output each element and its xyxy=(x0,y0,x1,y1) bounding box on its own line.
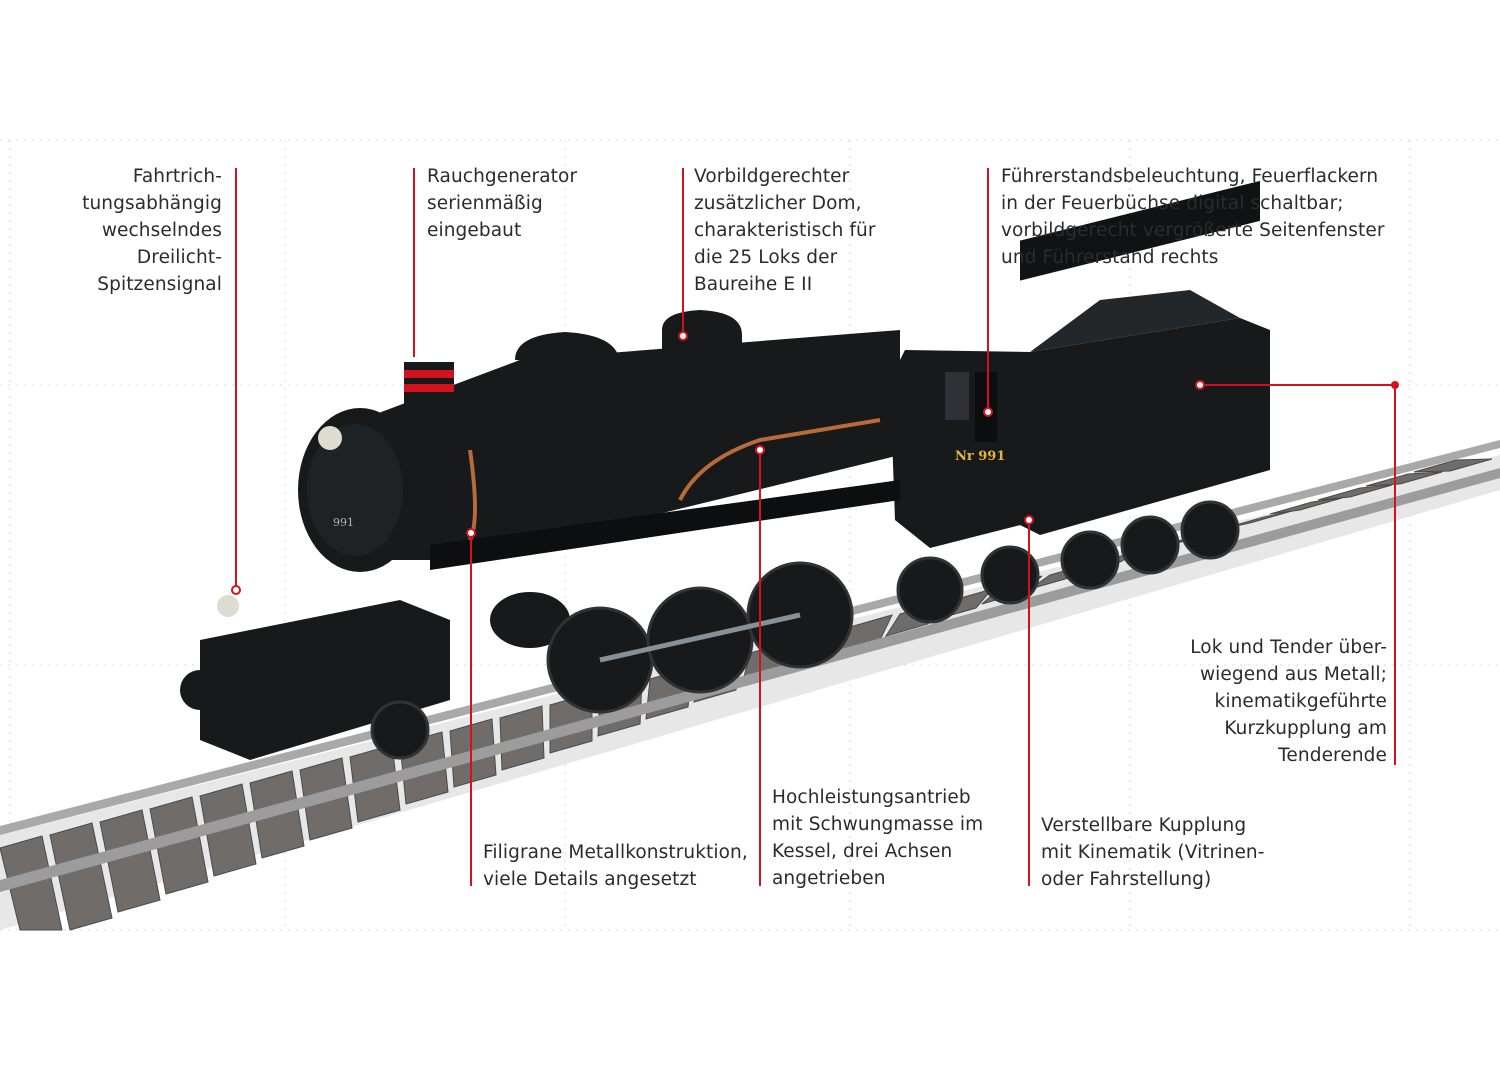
label-line: Verstellbare Kupplung xyxy=(1041,815,1247,836)
callout-label-metal-body: Lok und Tender über- wiegend aus Metall;… xyxy=(1190,634,1387,769)
chimney xyxy=(404,362,454,404)
cab xyxy=(890,350,1040,548)
label-line: Hochleistungsantrieb xyxy=(772,787,971,808)
callout-dot-coupling xyxy=(1024,515,1034,525)
left-headlight xyxy=(217,595,239,617)
callout-label-dome: Vorbildgerechter zusätzlicher Dom, chara… xyxy=(694,163,876,298)
label-line: Führerstandsbeleuchtung, Feuerflackern xyxy=(1001,166,1379,187)
label-line: angetrieben xyxy=(772,868,886,889)
label-line: in der Feuerbüchse digital schaltbar; xyxy=(1001,193,1344,214)
label-line: Rauchgenerator xyxy=(427,166,578,187)
rail-near xyxy=(0,468,1500,892)
label-line: zusätzlicher Dom, xyxy=(694,193,862,214)
tender-body xyxy=(1010,318,1270,535)
buffer-left xyxy=(180,670,220,710)
callout-dot-drive xyxy=(755,445,765,455)
callout-dot-cab xyxy=(983,407,993,417)
label-line: die 25 Loks der xyxy=(694,247,838,268)
tender-top xyxy=(1030,290,1240,352)
label-line: mit Schwungmasse im xyxy=(772,814,984,835)
label-line: viele Details angesetzt xyxy=(483,869,697,890)
buffer-right xyxy=(300,680,340,720)
steam-dome xyxy=(662,310,742,365)
label-line: Dreilicht- xyxy=(136,247,222,268)
boiler xyxy=(360,330,900,560)
steam-locomotive: Nr 991 991 xyxy=(180,180,1270,760)
label-line: charakteristisch für xyxy=(694,220,876,241)
label-line: wiegend aus Metall; xyxy=(1199,664,1387,685)
callout-dot-dome xyxy=(678,331,688,341)
callout-dot-signal xyxy=(231,585,241,595)
chimney-red-band xyxy=(404,370,454,378)
cab-door xyxy=(975,372,997,442)
label-line: kinematikgeführte xyxy=(1214,691,1387,712)
callout-dot-tender xyxy=(1195,380,1205,390)
label-line: und Führerstand rechts xyxy=(1001,247,1219,268)
cab-number: Nr 991 xyxy=(955,449,1005,464)
cylinder xyxy=(490,592,570,648)
callout-corner-dot-metal xyxy=(1391,381,1399,389)
label-line: wechselndes xyxy=(101,220,222,241)
coupling-rod xyxy=(599,612,801,663)
callout-label-cab-lighting: Führerstandsbeleuchtung, Feuerflackern i… xyxy=(1001,163,1385,271)
sand-dome xyxy=(515,332,620,365)
label-line: serienmäßig xyxy=(427,193,543,214)
label-line: mit Kinematik (Vitrinen- xyxy=(1041,842,1265,863)
label-line: Lok und Tender über- xyxy=(1190,637,1387,658)
label-line: Tenderende xyxy=(1278,745,1387,766)
label-line: Baureihe E II xyxy=(694,274,813,295)
tender-frame xyxy=(1020,180,1260,281)
cab-window xyxy=(945,372,969,420)
callout-label-drive: Hochleistungsantrieb mit Schwungmasse im… xyxy=(772,784,983,892)
label-line: Spitzensignal xyxy=(97,274,222,295)
callout-label-signal: Fahrtrich- tungsabhängig wechselndes Dre… xyxy=(82,163,222,298)
top-headlight xyxy=(318,426,342,450)
running-board xyxy=(430,480,900,570)
label-line: vorbildgerecht vergrößerte Seitenfenster xyxy=(1001,220,1385,241)
buffer-beam xyxy=(200,600,450,760)
callout-label-smoke-generator: Rauchgenerator serienmäßig eingebaut xyxy=(427,163,577,244)
label-line: oder Fahrstellung) xyxy=(1041,869,1212,890)
callout-label-filigree: Filigrane Metallkonstruktion, viele Deta… xyxy=(483,839,748,893)
label-line: eingebaut xyxy=(427,220,522,241)
label-line: Kessel, drei Achsen xyxy=(772,841,953,862)
label-line: Fahrtrich- xyxy=(132,166,222,187)
label-line: tungsabhängig xyxy=(82,193,222,214)
callout-lines xyxy=(235,168,1396,886)
callout-label-coupling: Verstellbare Kupplung mit Kinematik (Vit… xyxy=(1041,812,1265,893)
smokebox-door xyxy=(307,424,403,556)
label-line: Kurzkupplung am xyxy=(1224,718,1387,739)
label-line: Filigrane Metallkonstruktion, xyxy=(483,842,748,863)
callout-dots xyxy=(231,331,1205,595)
chimney-red-band-2 xyxy=(404,384,454,392)
smokebox-number: 991 xyxy=(333,516,354,529)
callout-dot-filigree xyxy=(466,528,476,538)
label-line: Vorbildgerechter xyxy=(694,166,850,187)
